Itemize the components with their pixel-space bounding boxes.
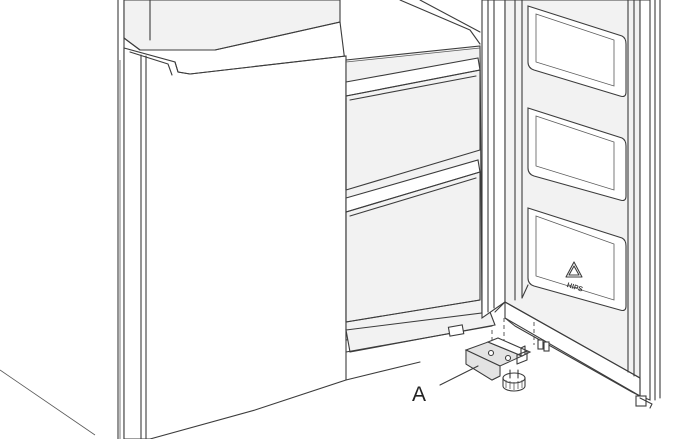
bottom-hinge-part (464, 337, 532, 392)
alignment-guides (491, 318, 535, 350)
upper-drawer (345, 57, 481, 191)
cabinet-left-wall (117, 0, 125, 440)
floor-perspective-line (0, 369, 96, 436)
door-hinge-fittings (537, 339, 550, 352)
recycling-symbol: HIPS (565, 261, 584, 294)
lower-drawer (345, 159, 481, 323)
door-pockets (521, 5, 627, 312)
left-door (119, 47, 347, 440)
hinge-slot (447, 324, 465, 337)
material-code-label: HIPS (566, 282, 584, 294)
callout-label-a: A (412, 383, 426, 406)
door-corner-bracket (635, 395, 647, 407)
top-compartment (123, 0, 481, 63)
callout-leader-line (439, 365, 479, 386)
cabinet-bottom (345, 311, 496, 381)
